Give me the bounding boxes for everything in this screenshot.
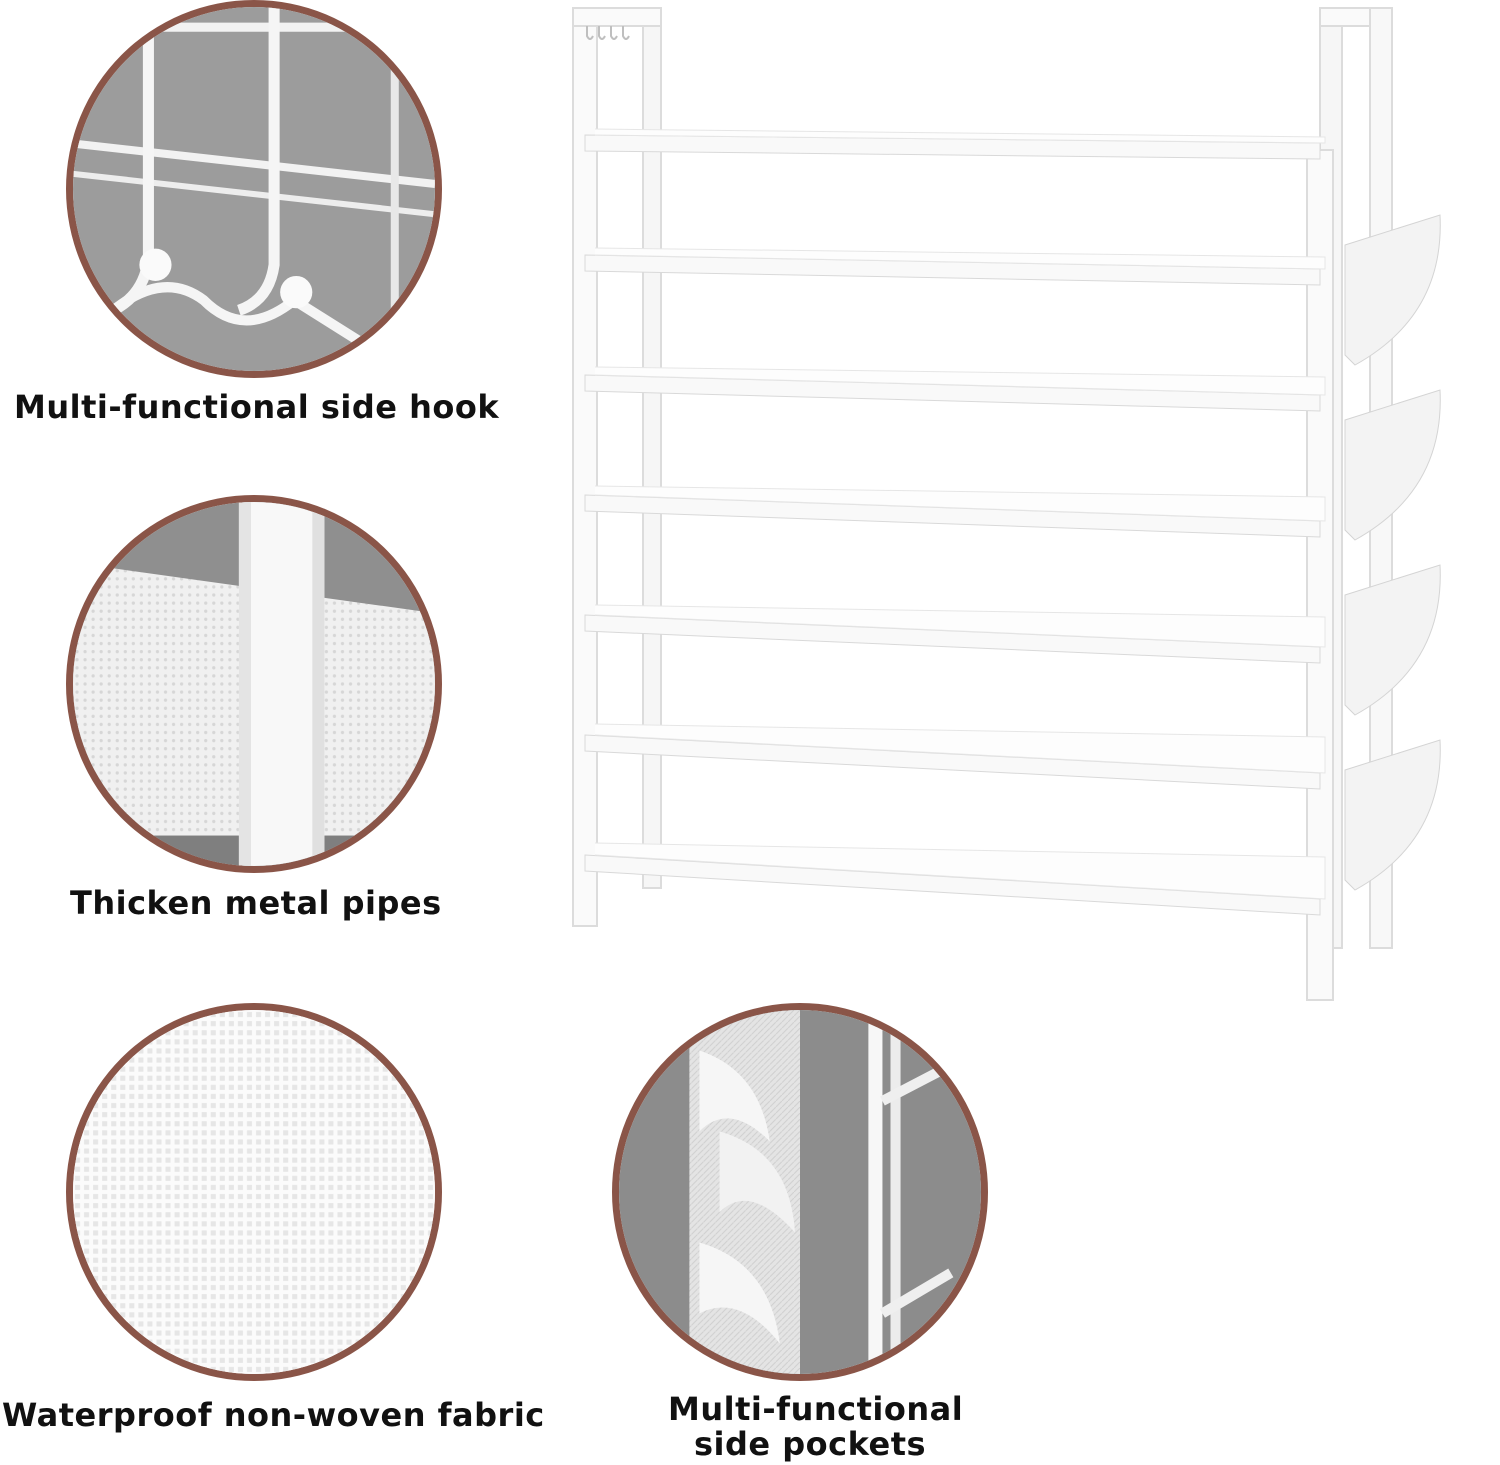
side-pockets-detail-image: [612, 1003, 988, 1381]
shelf-surface: [594, 128, 1326, 144]
side-pocket: [1344, 389, 1441, 541]
side-pockets-caption-line2: side pockets: [694, 1425, 927, 1463]
shelf-surface: [594, 723, 1326, 774]
fabric-caption: Waterproof non-woven fabric: [2, 1396, 545, 1434]
shelf-surface: [594, 842, 1326, 900]
shelf-surface: [594, 604, 1326, 648]
shelf-surface: [594, 485, 1326, 522]
metal-pipes-caption: Thicken metal pipes: [70, 884, 442, 922]
shelf-surface: [594, 247, 1326, 270]
metal-pipe-detail-image: [66, 495, 442, 873]
hooks: [586, 26, 630, 40]
shelf-surface: [594, 366, 1326, 396]
side-pocket: [1344, 739, 1441, 891]
side-hook-caption: Multi-functional side hook: [14, 388, 500, 426]
fabric-detail-image: [66, 1003, 442, 1381]
side-pocket: [1344, 214, 1441, 366]
side-pocket: [1344, 564, 1441, 716]
shoe-rack-image: [555, 0, 1455, 1010]
side-hook-detail-image: [66, 0, 442, 378]
side-pockets-caption-line1: Multi-functional: [668, 1390, 964, 1428]
